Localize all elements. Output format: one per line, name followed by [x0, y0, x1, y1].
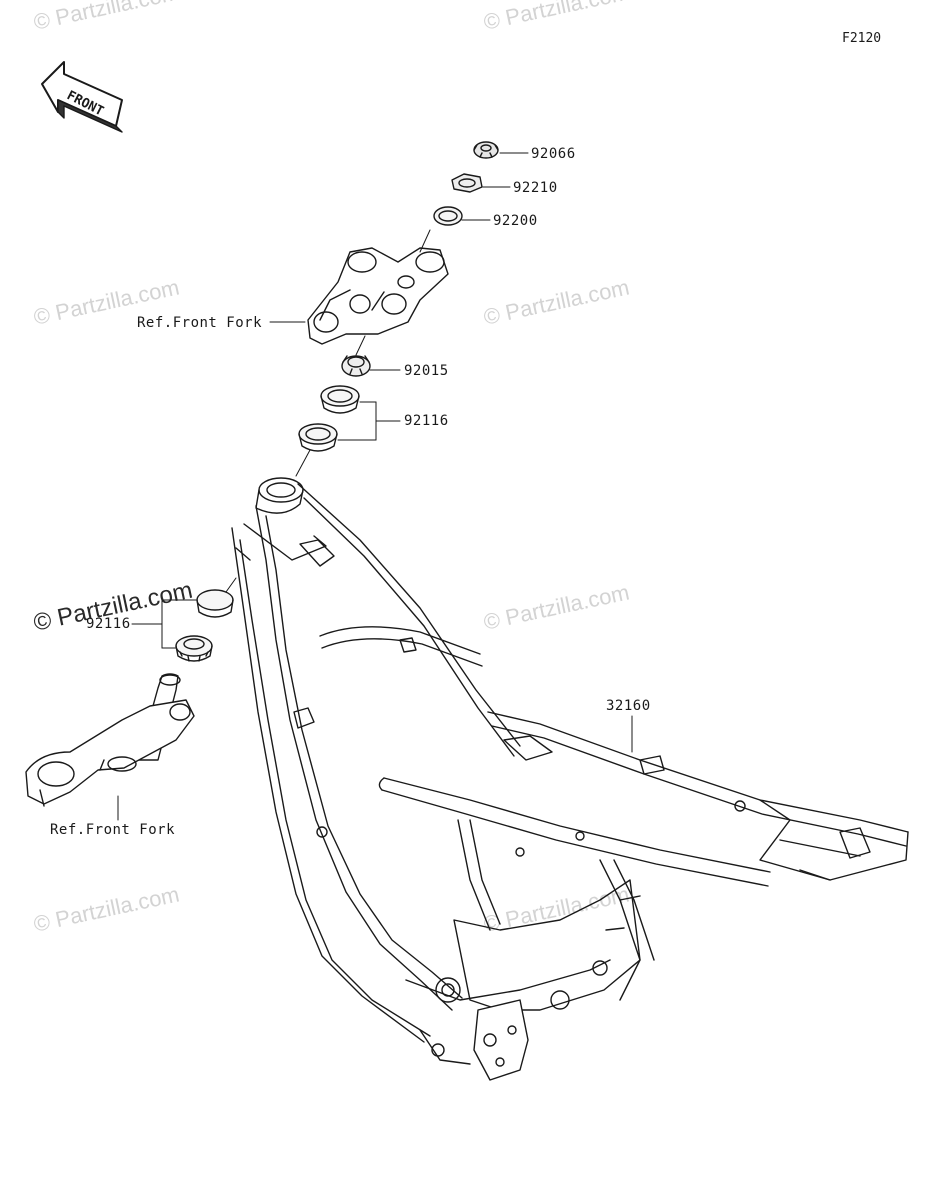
- steering-bearing-lower-92116: [131, 577, 237, 662]
- steering-bearing-upper-92116: [295, 385, 401, 477]
- ref-front-fork-lower[interactable]: Ref.Front Fork: [50, 822, 176, 838]
- front-direction-arrow-icon: FRONT: [41, 61, 123, 133]
- upper-triple-clamp: [269, 229, 449, 345]
- part-label-92210[interactable]: 92210: [513, 180, 558, 196]
- figure-code: F2120: [842, 31, 882, 46]
- stem-nut-92015: [341, 335, 401, 377]
- part-label-92116-upper[interactable]: 92116: [404, 413, 449, 429]
- lock-nut-92210: [451, 173, 511, 193]
- part-label-92200[interactable]: 92200: [493, 213, 538, 229]
- main-frame-32160: [231, 477, 909, 1081]
- washer-92200: [433, 206, 491, 226]
- steering-stem-nut-92066: [473, 141, 529, 159]
- part-label-92066[interactable]: 92066: [531, 146, 576, 162]
- ref-front-fork-upper[interactable]: Ref.Front Fork: [137, 315, 263, 331]
- part-label-92015[interactable]: 92015: [404, 363, 449, 379]
- part-label-92116-lower[interactable]: 92116: [86, 616, 131, 632]
- part-label-32160[interactable]: 32160: [606, 698, 651, 714]
- lower-triple-clamp-stem: [25, 673, 195, 821]
